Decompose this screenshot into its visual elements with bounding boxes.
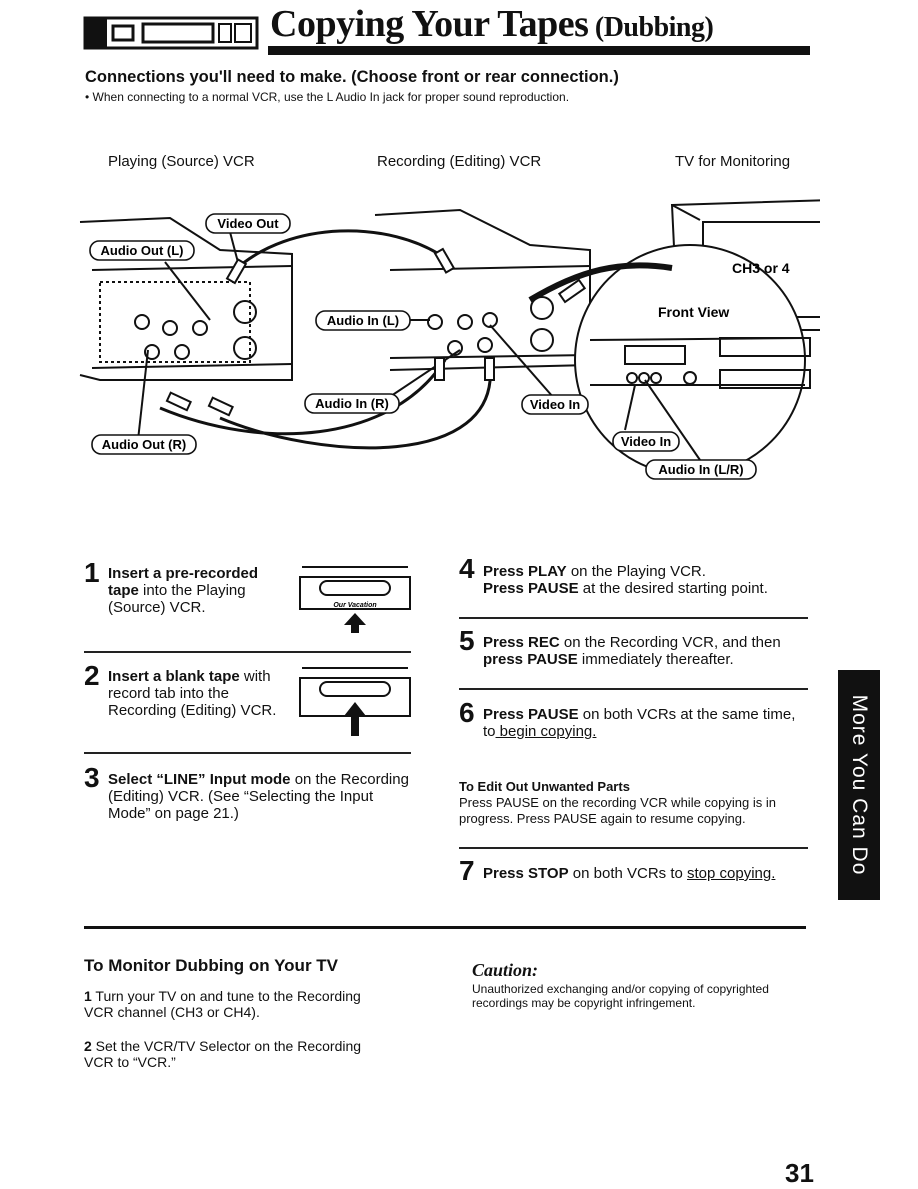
side-tab: More You Can Do [838,670,880,900]
divider [84,752,411,754]
step-6: Press PAUSE on both VCRs at the same tim… [483,706,796,740]
page-title: Copying Your Tapes (Dubbing) [270,3,714,45]
column-tv: TV for Monitoring [675,153,791,170]
step-7-number: 7 [459,855,475,886]
divider [459,617,808,619]
tv-screen-text: CH3 or 4 [732,260,790,276]
cassette-label: Our Vacation [333,602,376,609]
label-audio-out-r: Audio Out (R) [102,437,186,452]
label-audio-out-l: Audio Out (L) [100,243,183,258]
step-4-number: 4 [459,553,475,584]
divider [459,688,808,690]
step-3-number: 3 [84,762,100,793]
label-video-in: Video In [530,397,580,412]
label-audio-in-r: Audio In (R) [315,396,389,411]
connections-note: • When connecting to a normal VCR, use t… [85,90,570,104]
label-front-view: Front View [658,304,729,320]
connection-diagram: Video Out Audio Out (L) Audio Out (R) Au… [79,199,820,480]
title-rule [268,46,810,55]
divider [459,847,808,849]
connections-heading: Connections you'll need to make. (Choose… [85,68,619,86]
step-2: Insert a blank tape with record tab into… [108,668,277,719]
step-5: Press REC on the Recording VCR, and then… [483,634,781,668]
label-video-out: Video Out [217,216,279,231]
caution-heading: Caution: [472,960,539,980]
cassette-blank-icon [299,667,411,736]
step-6-number: 6 [459,697,475,728]
column-source-vcr: Playing (Source) VCR [108,153,255,170]
step-2-number: 2 [84,660,100,691]
page-number: 31 [785,1158,814,1188]
column-recording-vcr: Recording (Editing) VCR [377,153,542,170]
label-front-audio-in: Audio In (L/R) [658,462,743,477]
label-audio-in-l: Audio In (L) [327,313,399,328]
step-1: Insert a pre-recorded tape into the Play… [108,565,259,616]
side-tab-label: More You Can Do [848,694,871,876]
divider [84,651,411,653]
step-7: Press STOP on both VCRs to stop copying. [483,865,776,882]
step-5-number: 5 [459,625,475,656]
cassette-prerecorded-icon: Our Vacation [299,566,411,633]
edit-out-heading: To Edit Out Unwanted Parts [459,779,630,794]
step-4: Press PLAY on the Playing VCR.Press PAUS… [483,563,768,597]
section-divider [84,926,806,929]
step-1-number: 1 [84,557,100,588]
edit-out-text: Press PAUSE on the recording VCR while c… [459,795,776,826]
label-front-video-in: Video In [621,434,671,449]
monitor-heading: To Monitor Dubbing on Your TV [84,956,339,975]
vcr-logo-icon [83,16,259,50]
monitor-item-2: 2 Set the VCR/TV Selector on the Recordi… [84,1038,362,1070]
step-3: Select “LINE” Input mode on the Recordin… [108,771,409,822]
caution-text: Unauthorized exchanging and/or copying o… [472,982,769,1010]
page-subtitle: (Dubbing) [588,12,714,43]
monitor-item-1: 1 Turn your TV on and tune to the Record… [84,988,361,1020]
